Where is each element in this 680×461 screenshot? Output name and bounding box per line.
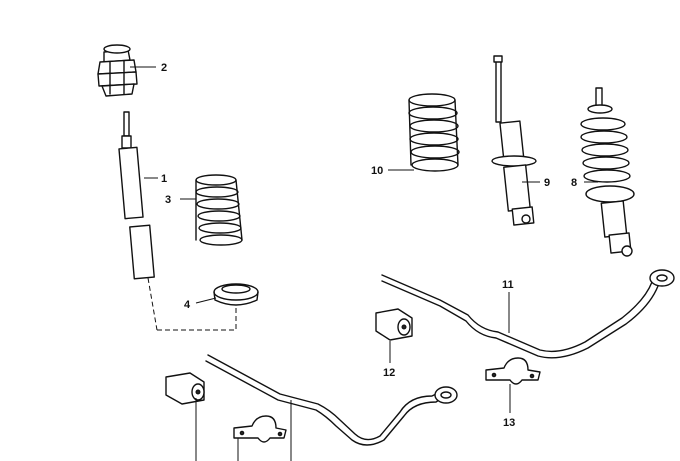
callout-8: 8	[571, 177, 577, 189]
part-rear-bracket	[485, 357, 541, 385]
part-shock-absorber-front	[118, 111, 158, 331]
part-rear-shock-absorber	[491, 55, 537, 226]
part-coil-spring	[195, 174, 243, 246]
part-rear-coil-spring	[408, 93, 460, 172]
callout-1: 1	[161, 173, 167, 185]
part-rear-rubber-mount	[375, 308, 413, 341]
part-bump-stop	[97, 44, 138, 97]
callout-11: 11	[502, 279, 514, 291]
part-front-bracket	[233, 415, 287, 443]
part-coilover-strut	[580, 87, 635, 257]
part-front-rubber-mount	[165, 372, 205, 405]
callout-3: 3	[165, 194, 171, 206]
callout-9: 9	[544, 177, 550, 189]
callout-1-2: 2	[161, 62, 167, 74]
callout-4: 4	[184, 299, 191, 311]
part-rear-stabilizer-bar	[381, 269, 675, 359]
part-front-stabilizer-bar	[205, 354, 458, 446]
callout-13: 13	[503, 417, 515, 429]
callout-10: 10	[371, 165, 383, 177]
leader-lines	[130, 66, 598, 461]
callout-12: 12	[383, 367, 395, 379]
part-spring-seat	[157, 283, 259, 331]
